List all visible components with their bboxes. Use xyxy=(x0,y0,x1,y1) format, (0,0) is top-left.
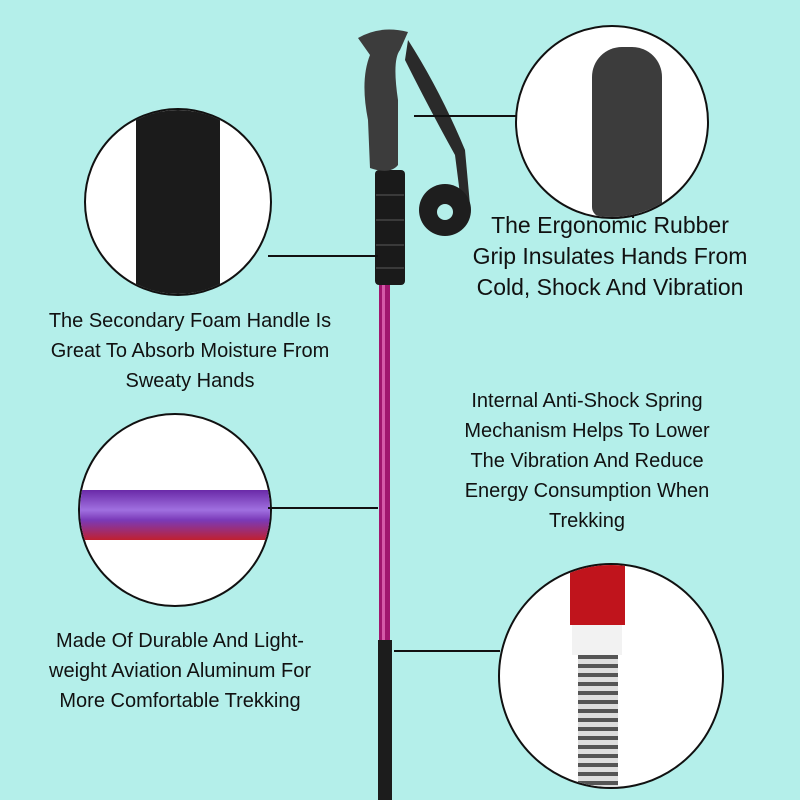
caption-line: Sweaty Hands xyxy=(125,370,255,392)
caption-line: weight Aviation Aluminum For xyxy=(49,660,311,682)
caption-spring: Internal Anti-Shock Spring Mechanism Hel… xyxy=(417,386,757,536)
caption-line: Energy Consumption When xyxy=(464,480,710,502)
caption-line: Grip Insulates Hands From xyxy=(472,243,748,270)
caption-grip: The Ergonomic Rubber Grip Insulates Hand… xyxy=(440,210,780,303)
caption-line: Trekking xyxy=(549,510,625,532)
pole-lower-section xyxy=(378,640,392,800)
connector-line-spring xyxy=(394,650,500,652)
connector-line-aluminum xyxy=(268,507,378,509)
spring-closeup xyxy=(498,563,724,789)
rubber-grip xyxy=(358,29,408,171)
foam-handle xyxy=(375,170,405,285)
caption-line: More Comfortable Trekking xyxy=(59,690,301,712)
connector-line-foam xyxy=(268,255,378,257)
connector-line-grip xyxy=(414,115,516,117)
foam-handle-closeup xyxy=(84,108,272,296)
aluminum-shaft-closeup xyxy=(78,413,272,607)
caption-foam: The Secondary Foam Handle Is Great To Ab… xyxy=(20,306,360,396)
caption-line: The Ergonomic Rubber xyxy=(491,212,729,238)
caption-line: Internal Anti-Shock Spring xyxy=(471,390,703,412)
caption-line: Mechanism Helps To Lower xyxy=(464,420,710,442)
caption-line: The Vibration And Reduce xyxy=(470,450,704,472)
grip-closeup xyxy=(515,25,709,219)
caption-line: Made Of Durable And Light- xyxy=(56,630,304,652)
caption-line: The Secondary Foam Handle Is xyxy=(48,310,332,332)
caption-line: Cold, Shock And Vibration xyxy=(476,274,744,301)
caption-line: Great To Absorb Moisture From xyxy=(50,340,330,362)
wrist-strap xyxy=(405,40,470,210)
caption-aluminum: Made Of Durable And Light- weight Aviati… xyxy=(10,626,350,716)
